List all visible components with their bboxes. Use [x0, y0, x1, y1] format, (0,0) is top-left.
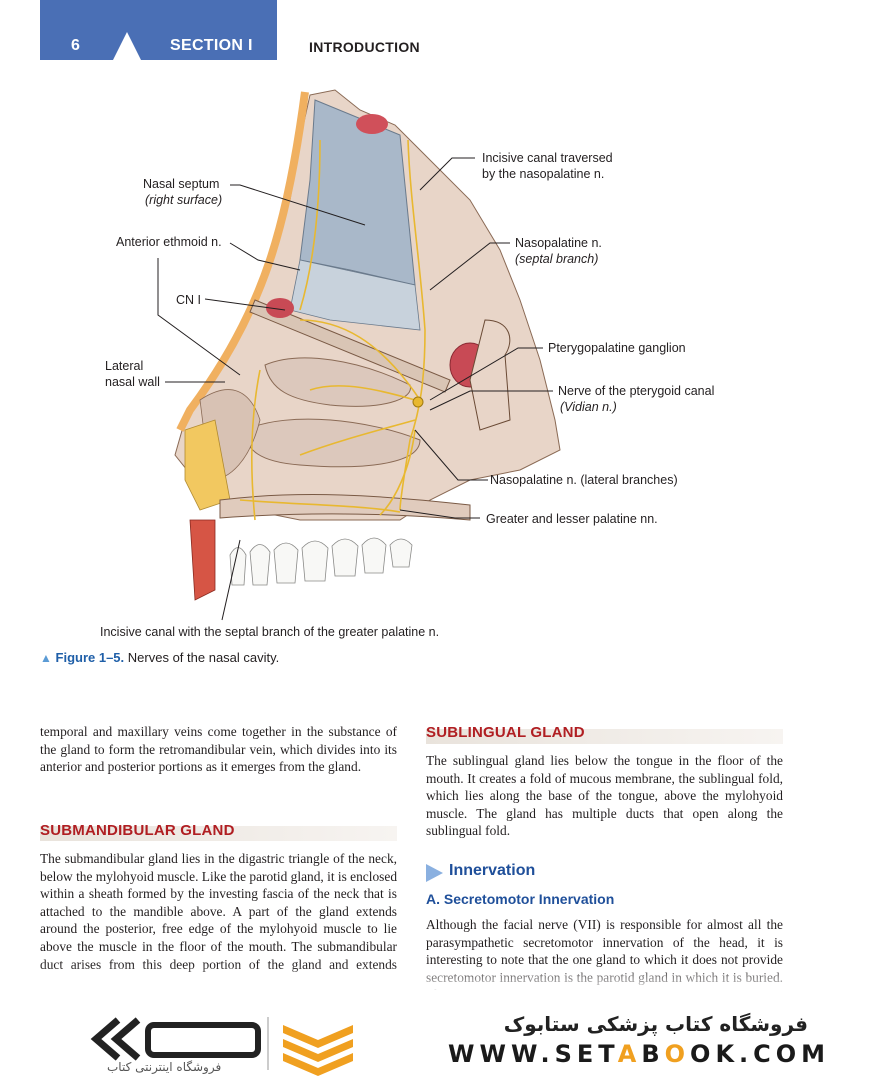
- ganglion-marker: [412, 396, 424, 408]
- book-stack-icon: [283, 1025, 353, 1076]
- url-part-a: A: [617, 1040, 642, 1068]
- septum-lower: [289, 259, 421, 331]
- label-cn1: CN I: [176, 293, 201, 307]
- figure-number: Figure 1–5.: [55, 650, 125, 665]
- leader-lines: [157, 157, 553, 621]
- hard-palate: [219, 494, 471, 521]
- label-incisive-canal-2: by the nasopalatine n.: [482, 167, 604, 181]
- section-label: SECTION I: [170, 37, 253, 54]
- label-nasopalatine-sub: (septal branch): [515, 252, 598, 266]
- heading-sublingual: SUBLINGUAL GLAND: [426, 724, 585, 741]
- watermark-persian-title: فروشگاه کتاب پزشکی ستابوک: [503, 1012, 808, 1036]
- heading-bar-submandibular: [40, 826, 397, 841]
- label-lateral-wall-2: nasal wall: [105, 375, 160, 389]
- setabook-logo: [90, 1017, 353, 1076]
- caption-triangle-icon: ▲: [40, 651, 52, 665]
- logo-subtitle: فروشگاه اینترنتی کتاب: [107, 1060, 222, 1074]
- label-pterygoid-canal: Nerve of the pterygoid canal: [558, 384, 714, 398]
- url-part-1: WWW.SET: [448, 1040, 618, 1068]
- lip-region: [189, 519, 216, 601]
- middle-concha: [264, 357, 411, 407]
- logo-chevron-icon: [90, 1017, 141, 1061]
- nerves: [239, 139, 426, 521]
- label-lateral-wall-1: Lateral: [105, 359, 143, 373]
- label-nasal-septum-sub: (right surface): [145, 193, 222, 207]
- nasal-cavity-illustration: Nasal septum (right surface) Anterior et…: [100, 89, 714, 639]
- innervation-arrow-icon: [426, 864, 443, 882]
- section-header-bar: [40, 0, 277, 60]
- sphenoid-sinus-small: [266, 298, 294, 318]
- label-nasopalatine-lateral: Nasopalatine n. (lateral branches): [490, 473, 678, 487]
- label-pterygopalatine: Pterygopalatine ganglion: [548, 341, 686, 355]
- label-nasopalatine: Nasopalatine n.: [515, 236, 602, 250]
- left-paragraph-1: temporal and maxillary veins come togeth…: [40, 724, 397, 775]
- figure-caption-text: Nerves of the nasal cavity.: [127, 650, 280, 665]
- heading-secretomotor: A. Secretomotor Innervation: [426, 891, 615, 907]
- heading-innervation: Innervation: [449, 862, 536, 879]
- logo-wordmark-shape: [145, 1022, 261, 1058]
- left-paragraph-2: The submandibular gland lies in the diga…: [40, 851, 397, 975]
- label-nasal-septum: Nasal septum: [143, 177, 219, 191]
- skin-rim: [176, 91, 309, 432]
- chapter-label: INTRODUCTION: [309, 39, 420, 55]
- heading-bar-sublingual: [426, 729, 783, 744]
- label-pterygoid-canal-sub: (Vidian n.): [560, 400, 617, 414]
- label-anterior-ethmoid: Anterior ethmoid n.: [116, 235, 222, 249]
- cribriform-plate: [249, 299, 451, 393]
- label-incisive-bottom: Incisive canal with the septal branch of…: [100, 625, 439, 639]
- figure-caption: ▲ Figure 1–5. Nerves of the nasal cavity…: [40, 650, 279, 665]
- url-part-post: OK.COM: [690, 1040, 831, 1068]
- label-incisive-canal-1: Incisive canal traversed: [482, 151, 613, 165]
- url-part-mid: B: [641, 1040, 665, 1068]
- header-triangle-decoration: [113, 32, 141, 60]
- label-palatine: Greater and lesser palatine nn.: [486, 512, 658, 526]
- watermark-url[interactable]: WWW.SETABOOK.COM: [448, 1040, 830, 1068]
- teeth: [229, 537, 413, 586]
- nasal-septum: [299, 99, 416, 286]
- url-part-o: O: [664, 1040, 691, 1068]
- right-paragraph-1: The sublingual gland lies below the tong…: [426, 753, 783, 839]
- pterygoid-process: [469, 319, 511, 431]
- fat-pad: [184, 419, 231, 511]
- heading-submandibular: SUBMANDIBULAR GLAND: [40, 822, 235, 839]
- frontal-sinus: [356, 114, 388, 134]
- page-number: 6: [71, 37, 80, 54]
